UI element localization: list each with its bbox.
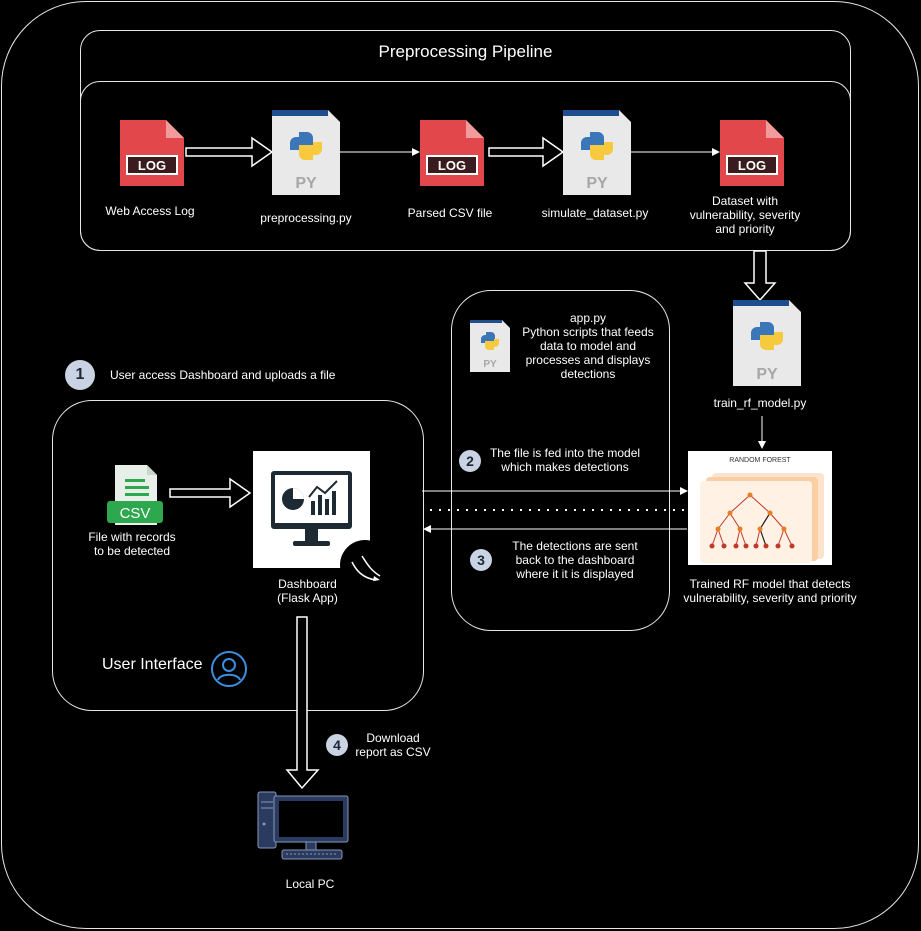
svg-text:CSV: CSV (120, 505, 151, 522)
python-file-icon: PY (470, 320, 510, 372)
user-avatar-icon (210, 650, 248, 688)
log-file-icon: LOG (120, 120, 184, 186)
csv-file-icon: CSV (107, 465, 163, 525)
web-access-log-label: Web Access Log (105, 204, 195, 218)
log-file-icon: LOG (720, 120, 784, 186)
dashboard-label: Dashboard (Flask App) (277, 577, 338, 605)
step-2-text: The file is fed into the model which mak… (489, 446, 641, 474)
desktop-pc-icon (256, 790, 350, 862)
user-interface-title: User Interface (102, 656, 203, 673)
svg-text:LOG: LOG (738, 158, 766, 173)
random-forest-image: RANDOM FOREST (688, 451, 832, 565)
svg-text:RANDOM FOREST: RANDOM FOREST (729, 457, 791, 464)
app-container (451, 290, 670, 631)
app-label: app.py Python scripts that feeds data to… (522, 311, 654, 381)
dataset-label: Dataset with vulnerability, severity and… (689, 194, 801, 236)
svg-text:LOG: LOG (138, 158, 166, 173)
step-4-text: Download report as CSV (355, 731, 431, 759)
pipeline-title: Preprocessing Pipeline (378, 42, 553, 61)
simulate-dataset-label: simulate_dataset.py (541, 206, 649, 220)
python-file-icon: PY (733, 300, 801, 386)
step-1-text: User access Dashboard and uploads a file (110, 368, 336, 382)
svg-text:PY: PY (586, 175, 608, 192)
python-file-icon: PY (563, 110, 631, 195)
svg-text:PY: PY (756, 366, 778, 383)
train-rf-model-label: train_rf_model.py (713, 396, 807, 410)
csv-file-label: File with records to be detected (88, 530, 176, 558)
user-interface-container (52, 400, 424, 711)
python-file-icon: PY (272, 110, 340, 195)
step-1-badge: 1 (65, 360, 95, 390)
flask-logo-icon (340, 540, 390, 590)
log-file-icon: LOG (420, 120, 484, 186)
step-4-badge: 4 (326, 734, 348, 756)
parsed-csv-label: Parsed CSV file (407, 206, 493, 220)
preprocessing-label: preprocessing.py (260, 211, 352, 225)
step-2-badge: 2 (459, 450, 481, 472)
rf-model-label: Trained RF model that detects vulnerabil… (683, 577, 857, 605)
pipeline-inner (80, 81, 851, 251)
local-pc-label: Local PC (285, 877, 335, 891)
step-3-badge: 3 (470, 549, 492, 571)
dashboard-monitor-icon[interactable] (253, 451, 370, 568)
svg-text:PY: PY (483, 359, 497, 370)
svg-text:LOG: LOG (438, 158, 466, 173)
step-3-text: The detections are sent back to the dash… (512, 539, 638, 581)
svg-text:PY: PY (295, 175, 317, 192)
